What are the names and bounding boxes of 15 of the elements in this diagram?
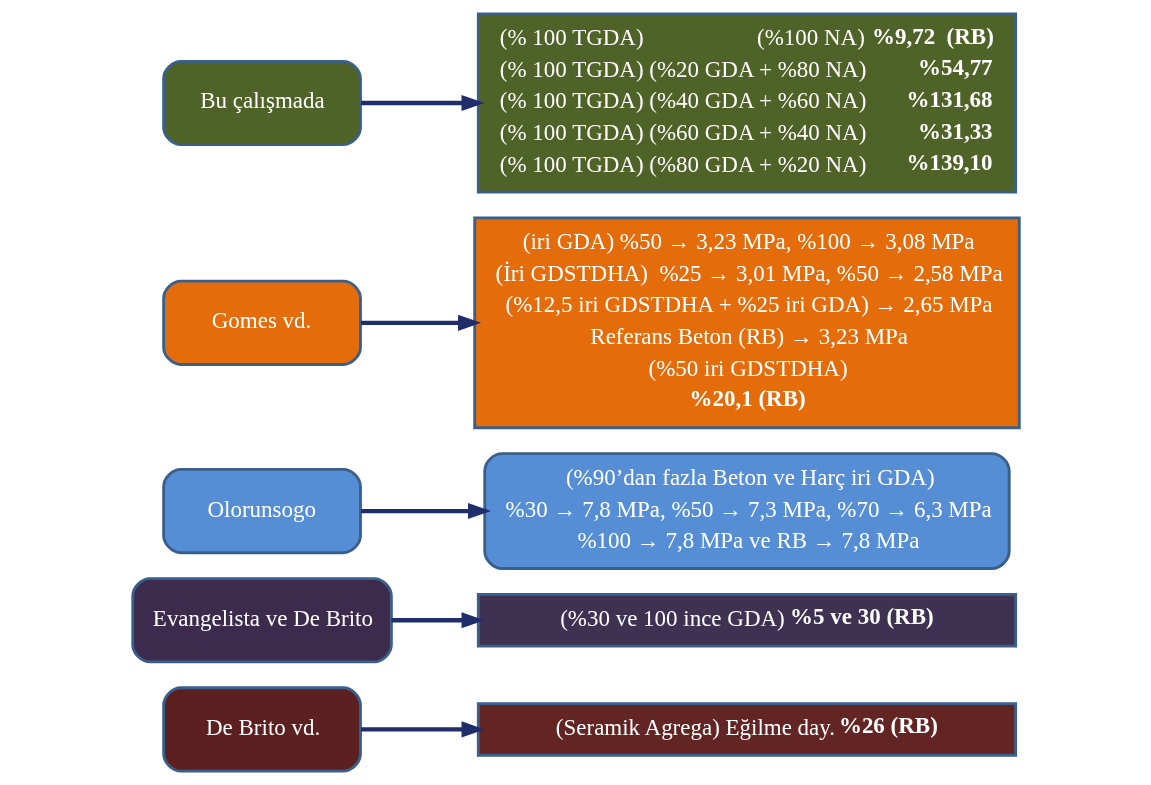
arrow: [360, 94, 485, 112]
arrow: [390, 612, 485, 629]
node-box: (% 100 TGDA) (%100 NA) %9,72 (RB) (% 100 TGDA) (%20 GDA + %80 NA) %54,77 (% 100 TGDA) (%40 GDA + %60 NA) %131,68 (% 100 TGDA) (%60 GDA + %40 NA) %31,33 (% 100 TGDA) (%80 GDA + %20 NA) %139,10: [476, 12, 1017, 194]
arrow: [360, 502, 491, 520]
node-box: (iri GDA) %50 → 3,23 MPa, %100 → 3,08 MPa (İri GDSTDHA) %25 → 3,01 MPa, %50 → 2,58 MPa (%12,5 iri GDSTDHA + %25 iri GDA) → 2,65 MPa Referans Beton (RB) → 3,23 MPa (%50 iri GDSTDHA) %20,1 (RB): [472, 216, 1021, 430]
node-box: De Brito vd.: [161, 686, 362, 773]
arrow: [360, 721, 485, 738]
node-box: (%30 ve 100 ince GDA) %5 ve 30 (RB): [476, 592, 1017, 648]
node-box: Gomes vd.: [161, 279, 362, 366]
node-box: Bu çalışmada: [161, 59, 362, 147]
node-box: (%90’dan fazla Beton ve Harç iri GDA) %30 → 7,8 MPa, %50 → 7,3 MPa, %70 → 6,3 MPa %100 → 7,8 MPa ve RB → 7,8 MPa: [482, 452, 1011, 570]
node-box: (Seramik Agrega) Eğilme day. %26 (RB): [476, 702, 1017, 757]
node-box: Evangelista ve De Brito: [130, 577, 393, 664]
node-box: Olorunsogo: [161, 467, 362, 555]
arrow: [360, 314, 481, 331]
